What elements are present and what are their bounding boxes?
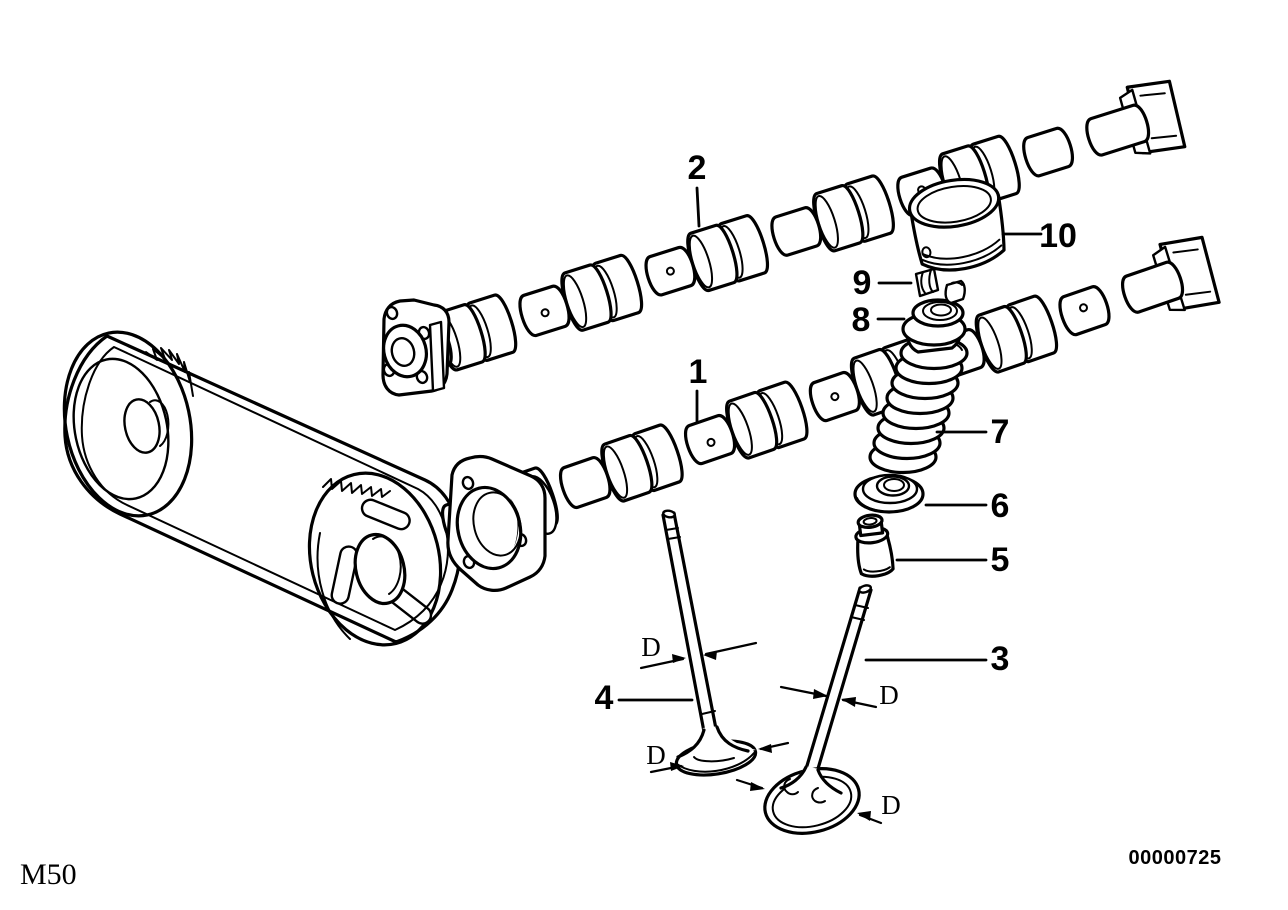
callout-6: 6 bbox=[991, 487, 1010, 525]
dim-label: D bbox=[881, 790, 901, 820]
valve-stem-seal bbox=[854, 513, 895, 578]
tappet-notch bbox=[921, 246, 932, 259]
dim-head-left: D bbox=[646, 740, 790, 774]
timing-chain-assembly bbox=[62, 330, 462, 647]
oil-hole bbox=[706, 437, 716, 447]
valve-left-stem bbox=[661, 511, 719, 739]
dim-stem-left: D bbox=[639, 632, 758, 670]
callout-8: 8 bbox=[852, 301, 871, 339]
valve-keepers bbox=[914, 267, 966, 305]
callout-9: 9 bbox=[853, 264, 872, 302]
spring-seat bbox=[853, 473, 925, 514]
bucket-tappet bbox=[907, 177, 1006, 272]
dim-stem-right: D bbox=[779, 680, 899, 710]
flange-key-bar bbox=[428, 320, 446, 393]
callout-4: 4 bbox=[595, 679, 614, 717]
sprocket-lower-teeth bbox=[322, 478, 391, 498]
camshaft-lower bbox=[440, 235, 1221, 592]
valve-right bbox=[763, 584, 873, 835]
bolt-hole bbox=[461, 475, 475, 491]
valve-left bbox=[661, 509, 758, 777]
oil-hole bbox=[1078, 303, 1088, 313]
image-number: 00000725 bbox=[1129, 847, 1222, 869]
valve-spring bbox=[868, 335, 969, 475]
leader-line-2 bbox=[695, 186, 701, 228]
dim-label: D bbox=[646, 740, 666, 770]
valve-right-stem bbox=[804, 586, 873, 774]
callout-3: 3 bbox=[991, 640, 1010, 678]
oil-hole bbox=[830, 392, 840, 402]
spring-retainer bbox=[901, 298, 967, 354]
dim-label: D bbox=[641, 632, 661, 662]
sprocket-lower bbox=[307, 471, 443, 647]
camshaft-lower-front-flange bbox=[446, 455, 558, 592]
sprocket-slot bbox=[360, 498, 411, 531]
callout-7: 7 bbox=[991, 413, 1010, 451]
sprocket-upper-teeth bbox=[145, 347, 194, 397]
oil-hole bbox=[665, 266, 675, 276]
camshaft-upper-front-flange bbox=[381, 298, 451, 397]
dim-head-right: D bbox=[735, 778, 901, 825]
callout-5: 5 bbox=[991, 541, 1010, 579]
callout-2: 2 bbox=[688, 149, 707, 187]
bolt-hole bbox=[385, 305, 399, 321]
sprocket-upper bbox=[62, 330, 194, 518]
model-code: M50 bbox=[20, 858, 77, 891]
callouts: 2 1 10 9 8 7 6 5 3 4 bbox=[595, 149, 1077, 717]
dimension-annotations: D D D D bbox=[639, 632, 901, 825]
callout-10: 10 bbox=[1039, 217, 1077, 255]
callout-1: 1 bbox=[689, 353, 708, 391]
dim-label: D bbox=[879, 680, 899, 710]
oil-hole bbox=[540, 308, 550, 318]
